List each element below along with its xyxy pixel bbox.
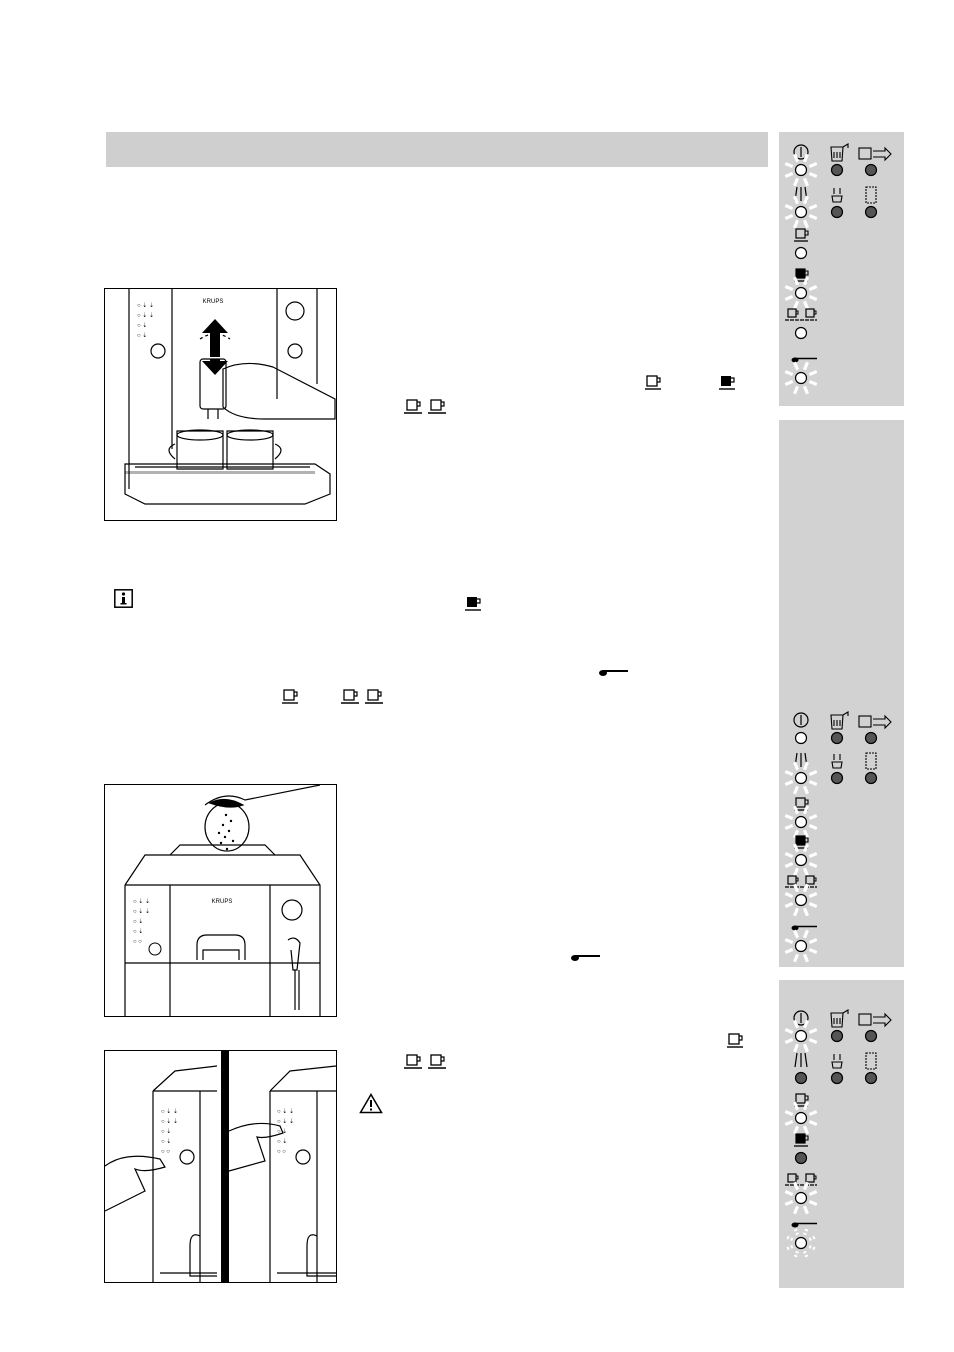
svg-text:○ ⇣ ⇣: ○ ⇣ ⇣ (161, 1118, 178, 1125)
double-led (784, 883, 818, 917)
svg-text:○ ○: ○ ○ (161, 1149, 170, 1155)
status-panel-1 (779, 132, 904, 406)
steam-symbol-icon (794, 1052, 808, 1068)
ground-led (784, 1226, 818, 1260)
info-icon (114, 589, 133, 608)
strong-led (784, 276, 818, 310)
ground-symbol-icon (791, 1222, 817, 1228)
beans-container-icon (858, 146, 892, 162)
illustration-ground-coffee-fill: KRUPS ○ ⇣ ⇣ ○ ⇣ ⇣ ○ ⇣ ○ ⇣ ○ ○ (104, 784, 337, 1017)
filter-icon (865, 1052, 877, 1070)
svg-text:○ ⇣: ○ ⇣ (137, 332, 147, 339)
single-cup-icon (727, 1033, 743, 1048)
brand-label: KRUPS (203, 299, 224, 305)
ground-symbol-icon (791, 925, 817, 931)
double-symbol-icon (785, 875, 817, 888)
svg-text:○ ⇣: ○ ⇣ (277, 1128, 287, 1135)
double-symbol-icon (785, 308, 817, 321)
steam-led (794, 1071, 808, 1085)
power-symbol-icon (793, 1010, 809, 1026)
svg-text:○ ⇣ ⇣: ○ ⇣ ⇣ (137, 312, 154, 319)
status-led (830, 1029, 844, 1043)
warning-icon (359, 1093, 383, 1114)
svg-text:○ ⇣ ⇣: ○ ⇣ ⇣ (161, 1108, 178, 1115)
power-symbol-icon (793, 712, 809, 728)
ground-coffee-icon (599, 670, 628, 676)
strong-cup-icon (465, 597, 481, 611)
drip-tray-icon (831, 1054, 843, 1069)
status-led (830, 771, 844, 785)
steam-led (784, 761, 818, 795)
svg-text:○ ⇣ ⇣: ○ ⇣ ⇣ (133, 898, 150, 905)
ground-led (784, 929, 818, 963)
single-symbol-icon (794, 228, 809, 242)
double-symbol-icon (785, 1173, 817, 1186)
status-led (830, 205, 844, 219)
ground-coffee-icon (571, 955, 600, 961)
drip-tray-icon (831, 188, 843, 203)
status-led (864, 1029, 878, 1043)
single-led (784, 805, 818, 839)
ground-led (784, 361, 818, 395)
brand-label: KRUPS (212, 899, 233, 905)
svg-text:○ ⇣: ○ ⇣ (161, 1128, 171, 1135)
beans-container-icon (858, 714, 892, 730)
filter-icon (865, 186, 877, 204)
status-led (830, 731, 844, 745)
single-cup-icon (282, 689, 298, 704)
svg-text:○ ⇣: ○ ⇣ (133, 918, 143, 925)
illustration-spout-adjust: KRUPS ○ ⇣ ⇣ ○ ⇣ ⇣ ○ ⇣ ○ ⇣ (104, 288, 337, 521)
single-led (794, 246, 808, 260)
svg-text:○ ○: ○ ○ (133, 939, 142, 945)
status-panel-2 (779, 420, 904, 967)
power-led (784, 1019, 818, 1053)
water-tank-icon (830, 143, 849, 162)
status-led (864, 163, 878, 177)
svg-text:○ ⇣ ⇣: ○ ⇣ ⇣ (277, 1118, 294, 1125)
status-led (864, 771, 878, 785)
svg-text:○ ○: ○ ○ (277, 1149, 286, 1155)
svg-text:○ ⇣ ⇣: ○ ⇣ ⇣ (137, 302, 154, 309)
power-led (784, 153, 818, 187)
strong-cup-icon (719, 376, 735, 390)
power-led (794, 731, 808, 745)
svg-text:○ ⇣ ⇣: ○ ⇣ ⇣ (277, 1108, 294, 1115)
section-header-bar (106, 132, 768, 167)
strong-symbol-icon (794, 1133, 809, 1147)
svg-text:○ ⇣: ○ ⇣ (161, 1138, 171, 1145)
double-cup-icon (341, 689, 383, 704)
strong-led (784, 843, 818, 877)
strong-led (794, 1151, 808, 1165)
filter-icon (865, 752, 877, 770)
double-led (784, 1181, 818, 1215)
single-led (784, 1101, 818, 1135)
ground-symbol-icon (791, 357, 817, 363)
svg-text:○ ⇣: ○ ⇣ (133, 928, 143, 935)
status-led (830, 1071, 844, 1085)
drip-tray-icon (831, 754, 843, 769)
status-led (830, 163, 844, 177)
double-cup-icon (404, 1054, 446, 1069)
double-cup-icon (404, 399, 446, 414)
svg-text:○ ⇣: ○ ⇣ (277, 1138, 287, 1145)
status-led (864, 205, 878, 219)
svg-text:○ ⇣ ⇣: ○ ⇣ ⇣ (133, 908, 150, 915)
status-panel-3 (779, 980, 904, 1288)
double-led (794, 326, 808, 340)
water-tank-icon (830, 711, 849, 730)
status-led (864, 1071, 878, 1085)
illustration-button-press: ○ ⇣ ⇣ ○ ⇣ ⇣ ○ ⇣ ○ ⇣ ○ ○ ○ ⇣ ⇣ ○ ⇣ ⇣ ○ ⇣ … (104, 1050, 337, 1283)
status-led (864, 731, 878, 745)
single-cup-icon (645, 375, 661, 390)
svg-text:○ ⇣: ○ ⇣ (137, 322, 147, 329)
water-tank-icon (830, 1009, 849, 1028)
power-symbol-icon (793, 144, 809, 160)
beans-container-icon (858, 1012, 892, 1028)
steam-led (784, 195, 818, 229)
